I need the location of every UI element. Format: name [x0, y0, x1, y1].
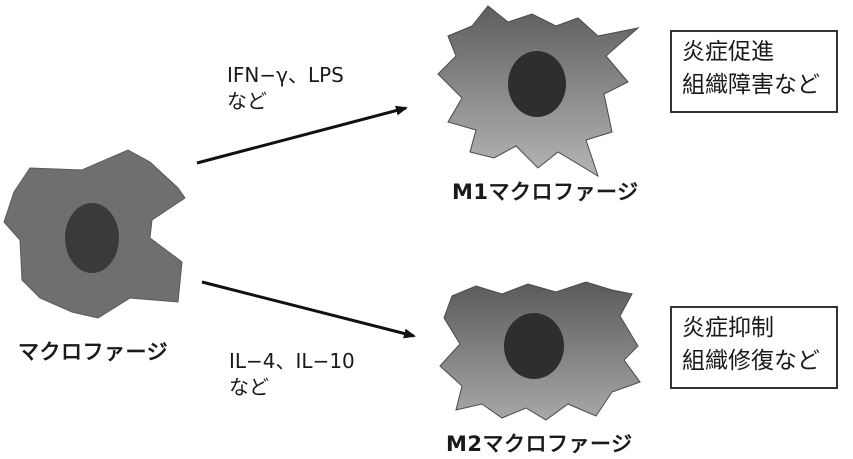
- m2-stimulus-line1: IL−4、IL−10: [229, 349, 355, 373]
- m2-macrophage-cell: [439, 281, 641, 421]
- m2-cell-label: M2マクロファージ: [446, 432, 633, 456]
- m1-stimulus-label: IFN−γ、LPS など: [227, 62, 344, 114]
- m1-effect-box: 炎症促進 組織障害など: [670, 30, 838, 113]
- m1-stimulus-line2: など: [227, 89, 267, 113]
- source-cell-label: マクロファージ: [18, 340, 169, 364]
- m1-cell-nucleus: [508, 51, 566, 117]
- m2-stimulus-line2: など: [229, 375, 269, 399]
- m2-effect-line2: 組織修復など: [682, 348, 820, 374]
- m1-macrophage-cell: [437, 5, 640, 178]
- m1-effect-line2: 組織障害など: [682, 72, 820, 98]
- m2-effect-box: 炎症抑制 組織修復など: [670, 306, 838, 389]
- m2-stimulus-label: IL−4、IL−10 など: [229, 348, 355, 400]
- source-macrophage-cell: [3, 149, 186, 319]
- source-cell-nucleus: [65, 203, 119, 273]
- m1-effect-line1: 炎症促進: [682, 39, 774, 65]
- m2-effect-line1: 炎症抑制: [682, 315, 774, 341]
- arrow-to-m1: [196, 105, 408, 165]
- arrow-to-m2: [201, 280, 416, 339]
- m1-stimulus-line1: IFN−γ、LPS: [227, 63, 344, 87]
- m1-cell-label: M1マクロファージ: [452, 180, 639, 204]
- m2-cell-nucleus: [504, 313, 564, 379]
